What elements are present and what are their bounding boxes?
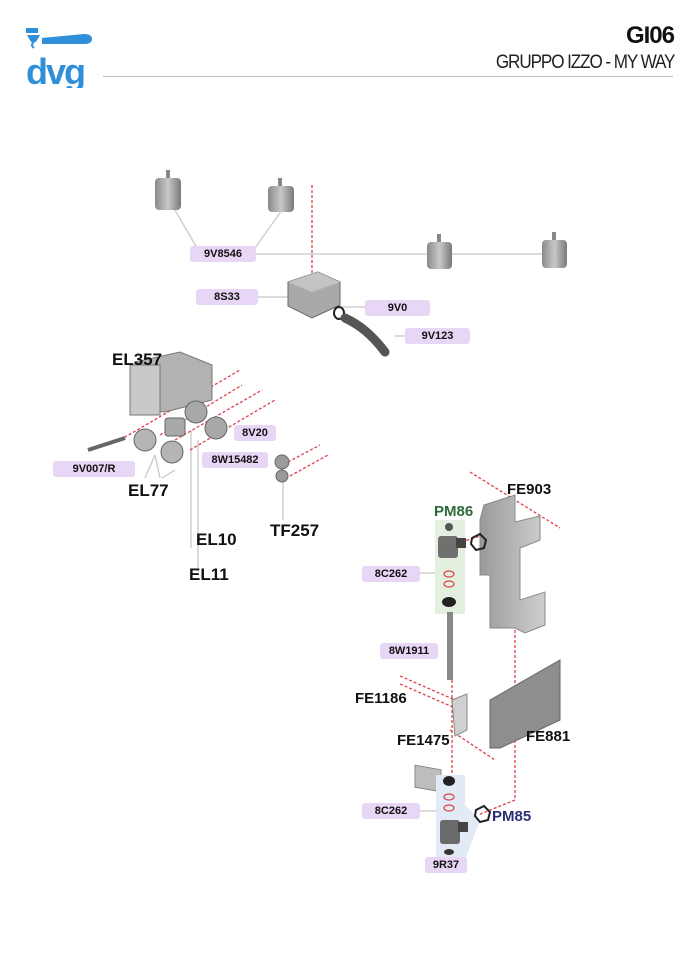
part-9V0 xyxy=(333,306,345,320)
label-EL11: EL11 xyxy=(189,565,229,584)
document-code: GI06 xyxy=(625,22,675,49)
label-8C262-lower: 8C262 xyxy=(362,803,420,819)
label-9V0: 9V0 xyxy=(365,300,430,316)
filter-4 xyxy=(542,232,567,268)
label-8C262-upper: 8C262 xyxy=(362,566,420,582)
label-9R37: 9R37 xyxy=(425,857,467,873)
part-FE881 xyxy=(489,659,561,749)
part-FE903 xyxy=(479,494,546,634)
label-FE1475: FE1475 xyxy=(397,732,450,749)
part-9V123 xyxy=(340,313,390,357)
o-rings-lower xyxy=(443,793,455,812)
label-FE1186: FE1186 xyxy=(355,690,407,707)
part-TF257 xyxy=(274,454,290,483)
label-FE903: FE903 xyxy=(507,481,552,498)
filter-1 xyxy=(155,170,181,210)
filter-2 xyxy=(268,178,294,212)
part-9R37 xyxy=(444,849,454,855)
label-EL357: EL357 xyxy=(112,350,163,369)
nut-PM86 xyxy=(469,532,488,552)
label-9V8546: 9V8546 xyxy=(190,246,256,262)
label-9V007R: 9V007/R xyxy=(53,461,135,477)
label-PM85: PM85 xyxy=(492,808,532,825)
filter-cylinders xyxy=(155,170,567,269)
filter-3 xyxy=(427,234,452,269)
label-9V123: 9V123 xyxy=(405,328,470,344)
part-9V007R xyxy=(87,436,126,452)
dvg-logo: dvg xyxy=(26,28,92,88)
label-8V20: 8V20 xyxy=(234,425,276,441)
pm85-highlight xyxy=(436,775,480,860)
label-FE881: FE881 xyxy=(526,728,571,745)
part-FE1475 xyxy=(451,693,468,737)
label-EL10: EL10 xyxy=(196,530,237,549)
header-divider xyxy=(103,76,673,77)
part-PM86 xyxy=(438,523,466,607)
label-PM86: PM86 xyxy=(434,503,474,520)
nut-PM85 xyxy=(473,804,492,824)
o-rings-upper xyxy=(443,570,455,588)
label-8W1911: 8W1911 xyxy=(380,643,438,659)
svg-text:dvg: dvg xyxy=(26,51,84,88)
part-EL357 xyxy=(129,351,213,416)
part-EL77 xyxy=(133,428,184,464)
part-8S33 xyxy=(287,271,341,319)
label-8S33: 8S33 xyxy=(196,289,258,305)
label-8W15482: 8W15482 xyxy=(202,452,268,468)
part-PM85 xyxy=(440,776,468,844)
part-8W1911 xyxy=(447,612,453,680)
label-TF257: TF257 xyxy=(270,521,320,540)
part-EL10-EL11 xyxy=(164,400,228,440)
document-title: GRUPPO IZZO - MY WAY xyxy=(495,52,675,73)
label-EL77: EL77 xyxy=(128,481,169,500)
